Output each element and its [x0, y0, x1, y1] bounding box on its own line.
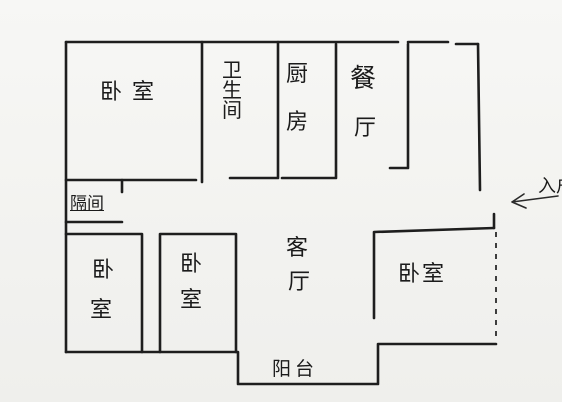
wall-bathroom	[228, 40, 280, 180]
wall-bedroom-right	[372, 226, 496, 320]
wall-dining	[388, 42, 410, 170]
wall-bedroom-middle	[158, 232, 238, 354]
wall-storage	[64, 178, 124, 224]
label-bathroom: 卫 生 间	[222, 60, 242, 120]
entrance-arrow-icon	[511, 193, 559, 209]
outer-wall-top	[64, 40, 480, 46]
label-balcony: 阳台	[272, 358, 319, 380]
label-dining-char-1: 餐	[350, 64, 377, 94]
label-bathroom-char-1: 卫	[222, 58, 242, 82]
label-dining-char-2: 厅	[354, 116, 377, 141]
label-living-room-char-1: 客	[286, 236, 309, 261]
label-bedroom-right: 卧室	[398, 262, 447, 287]
outer-wall-bottom	[64, 342, 498, 386]
label-kitchen-char-1: 厨	[286, 62, 309, 87]
label-bedroom-bottom-left-char-2: 室	[90, 298, 113, 323]
label-bedroom-top-left: 卧室	[100, 80, 165, 105]
wall-bedroom-top-left	[64, 40, 204, 184]
label-bathroom-char-2: 生	[222, 78, 242, 102]
wall-bedroom-bottom-left	[64, 232, 144, 354]
label-bedroom-middle-char-2: 室	[180, 288, 203, 313]
outer-wall-right	[476, 42, 496, 230]
label-bathroom-char-3: 间	[222, 98, 242, 122]
label-bedroom-bottom-left-char-1: 卧	[92, 258, 115, 283]
label-kitchen-char-2: 房	[286, 110, 309, 135]
label-living-room-char-2: 厅	[288, 270, 311, 295]
label-entrance: 入户	[538, 176, 562, 197]
label-bedroom-middle-char-1: 卧	[180, 252, 203, 277]
wall-kitchen	[280, 42, 338, 180]
label-storage: 隔间	[70, 194, 104, 214]
